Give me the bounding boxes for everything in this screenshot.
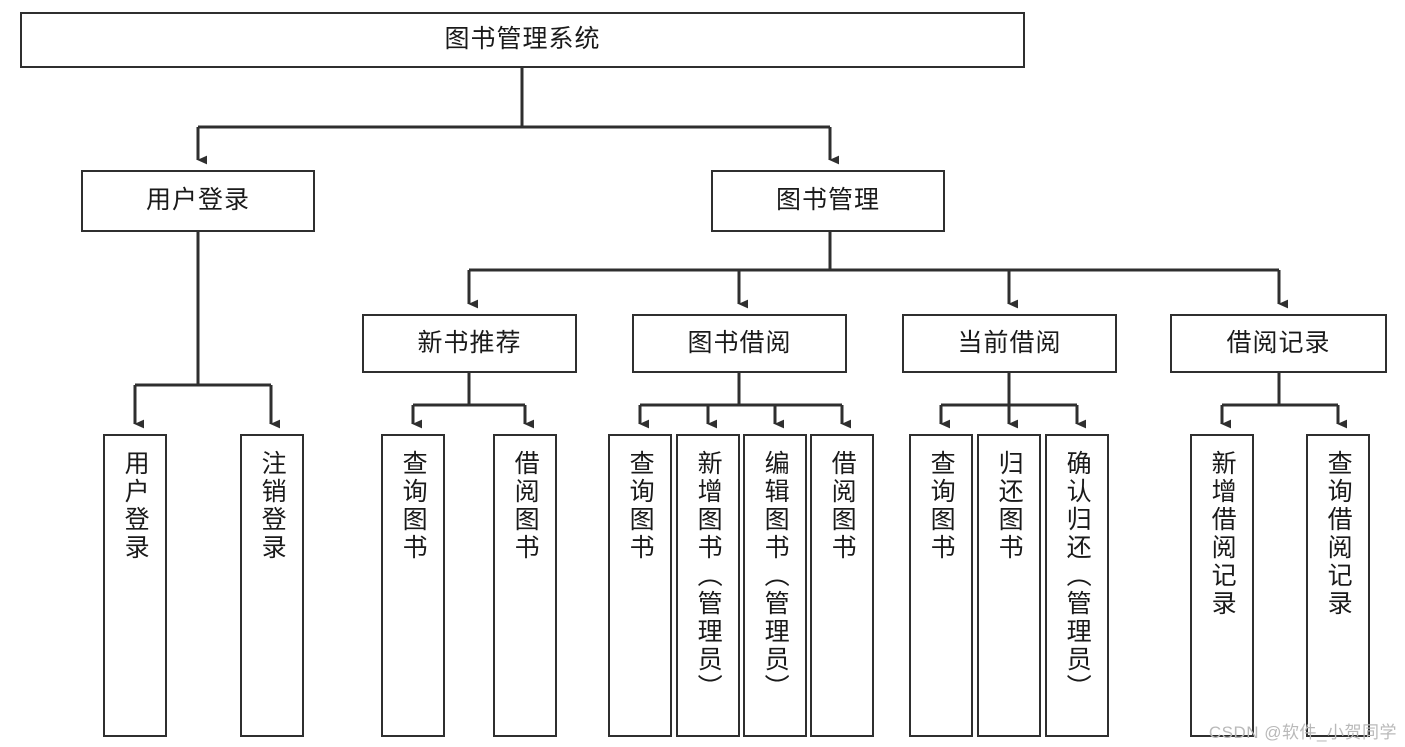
leaf-user-logout[interactable]: 注销登录	[240, 434, 304, 737]
leaf-add-book[interactable]: 新增图书（管理员）	[676, 434, 740, 737]
leaf-confirm-return[interactable]: 确认归还（管理员）	[1045, 434, 1109, 737]
leaf-label: 注销登录	[258, 450, 287, 562]
leaf-add-record[interactable]: 新增借阅记录	[1190, 434, 1254, 737]
node-root[interactable]: 图书管理系统	[20, 12, 1025, 68]
node-new-book-recommend[interactable]: 新书推荐	[362, 314, 577, 373]
leaf-label: 借阅图书	[511, 450, 540, 562]
leaf-query-record[interactable]: 查询借阅记录	[1306, 434, 1370, 737]
node-current-borrow[interactable]: 当前借阅	[902, 314, 1117, 373]
node-borrow-record[interactable]: 借阅记录	[1170, 314, 1387, 373]
leaf-label: 查询图书	[626, 450, 655, 562]
leaf-return-book[interactable]: 归还图书	[977, 434, 1041, 737]
leaf-borrow-book-2[interactable]: 借阅图书	[810, 434, 874, 737]
leaf-label: 查询图书	[399, 450, 428, 562]
leaf-query-book-3[interactable]: 查询图书	[909, 434, 973, 737]
node-user-login[interactable]: 用户登录	[81, 170, 315, 232]
leaf-query-book-1[interactable]: 查询图书	[381, 434, 445, 737]
leaf-label: 确认归还（管理员）	[1063, 450, 1092, 702]
node-book-borrow[interactable]: 图书借阅	[632, 314, 847, 373]
leaf-label: 查询借阅记录	[1324, 450, 1353, 618]
leaf-edit-book[interactable]: 编辑图书（管理员）	[743, 434, 807, 737]
leaf-label: 新增借阅记录	[1208, 450, 1237, 618]
leaf-label: 编辑图书（管理员）	[761, 450, 790, 702]
leaf-label: 用户登录	[121, 450, 150, 562]
node-book-manage[interactable]: 图书管理	[711, 170, 945, 232]
leaf-label: 查询图书	[927, 450, 956, 562]
leaf-label: 归还图书	[995, 450, 1024, 562]
leaf-label: 借阅图书	[828, 450, 857, 562]
leaf-borrow-book-1[interactable]: 借阅图书	[493, 434, 557, 737]
leaf-label: 新增图书（管理员）	[694, 450, 723, 702]
leaf-query-book-2[interactable]: 查询图书	[608, 434, 672, 737]
leaf-user-login[interactable]: 用户登录	[103, 434, 167, 737]
watermark: CSDN @软件_小贺同学	[1208, 723, 1397, 742]
